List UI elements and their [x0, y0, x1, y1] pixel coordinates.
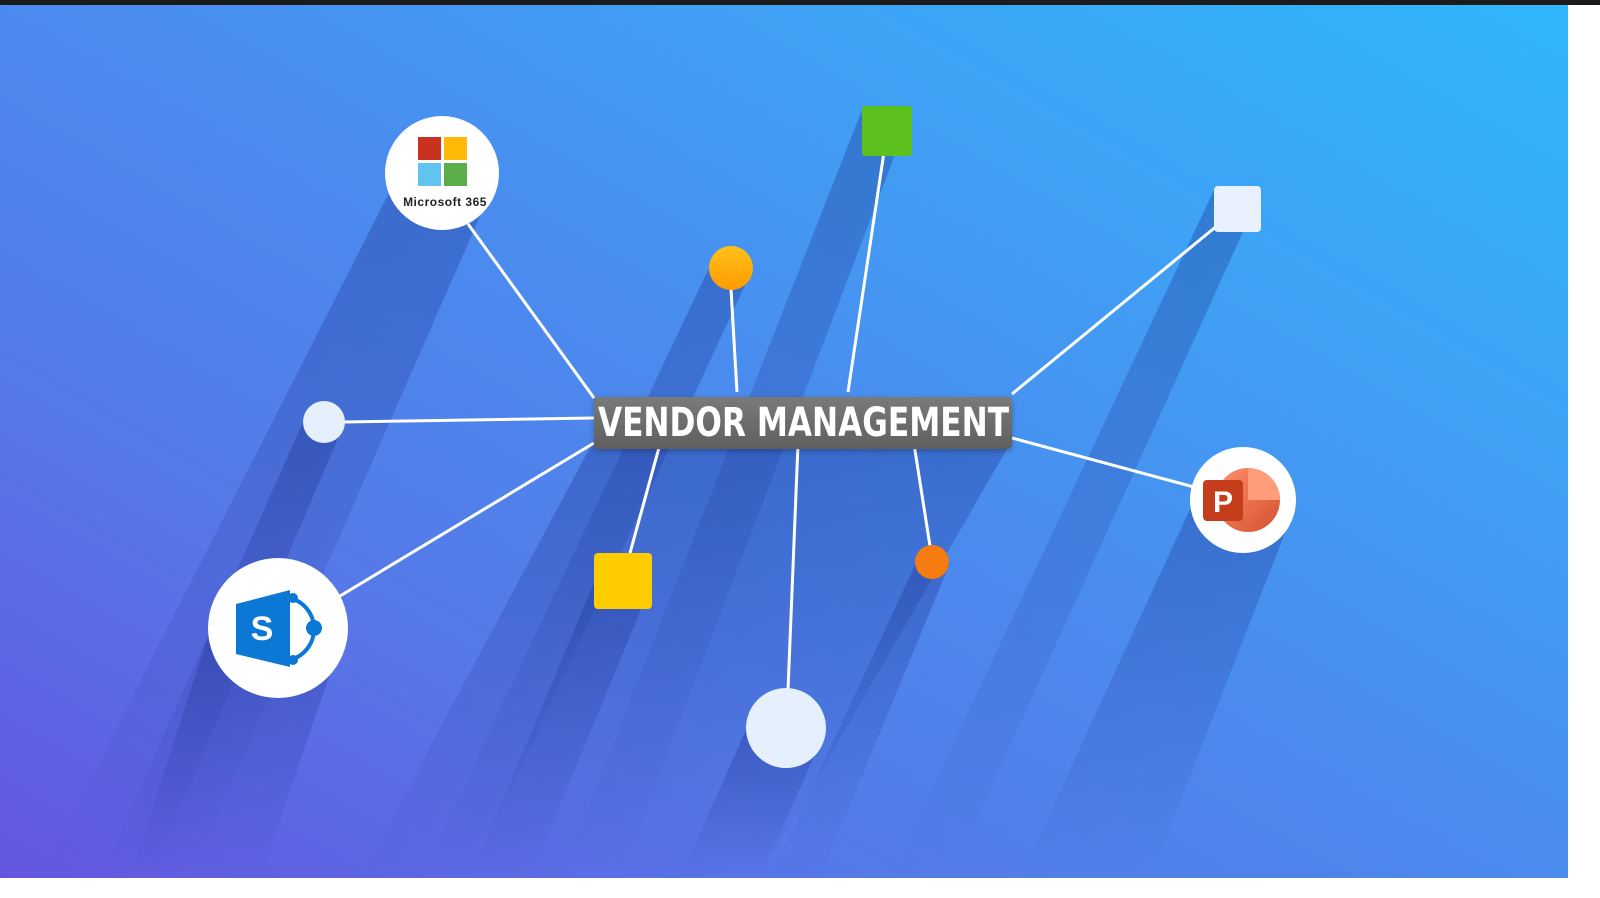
yellow-square-node [594, 553, 652, 609]
connector-powerpoint [1011, 436, 1195, 489]
shadow-small-orange-circle [770, 563, 950, 878]
small-white-circle-node [303, 401, 345, 443]
bottom-margin [0, 878, 1600, 898]
vendor-management-text: VENDOR MANAGEMENT [597, 400, 1009, 446]
svg-text:P: P [1213, 486, 1233, 519]
connectors [339, 151, 1219, 691]
microsoft-365-circle [385, 116, 499, 230]
right-margin [1568, 5, 1600, 878]
green-square-node [862, 106, 912, 156]
top-border [0, 0, 1600, 5]
connector-white-square [1011, 223, 1219, 396]
shadow-label [360, 440, 1012, 878]
sharepoint-icon: S [236, 590, 322, 667]
connector-sharepoint [339, 441, 595, 598]
node-shadows [40, 110, 1296, 878]
orange-circle-node [709, 246, 753, 290]
connector-small-orange-circle [912, 443, 932, 547]
shadow-yellow-square [470, 583, 652, 878]
connector-yellow-square [628, 443, 662, 554]
shadow-white-square [890, 190, 1262, 878]
powerpoint-node: P [1190, 447, 1296, 553]
microsoft-365-label: Microsoft 365 [403, 195, 487, 209]
white-square-node [1214, 186, 1261, 232]
microsoft-365-node [385, 116, 499, 230]
shadow-powerpoint [1020, 505, 1296, 878]
powerpoint-icon: P [1203, 468, 1280, 532]
diagram-canvas: S P VENDOR MANAGEMENT Microsoft 365 [0, 5, 1568, 878]
connector-small-white-circle [343, 416, 595, 424]
connector-large-white-circle [786, 443, 800, 691]
vendor-management-label: VENDOR MANAGEMENT [594, 397, 1012, 449]
sharepoint-node: S [208, 558, 348, 698]
connector-green-square [846, 151, 886, 393]
microsoft-365-icon [418, 137, 467, 186]
svg-text:S: S [251, 610, 274, 648]
diagram-svg: S P [40, 106, 1296, 878]
large-white-circle-node [746, 688, 826, 768]
small-orange-circle-node [915, 545, 949, 579]
connector-orange-circle [729, 288, 739, 393]
connector-microsoft-365 [466, 223, 596, 399]
